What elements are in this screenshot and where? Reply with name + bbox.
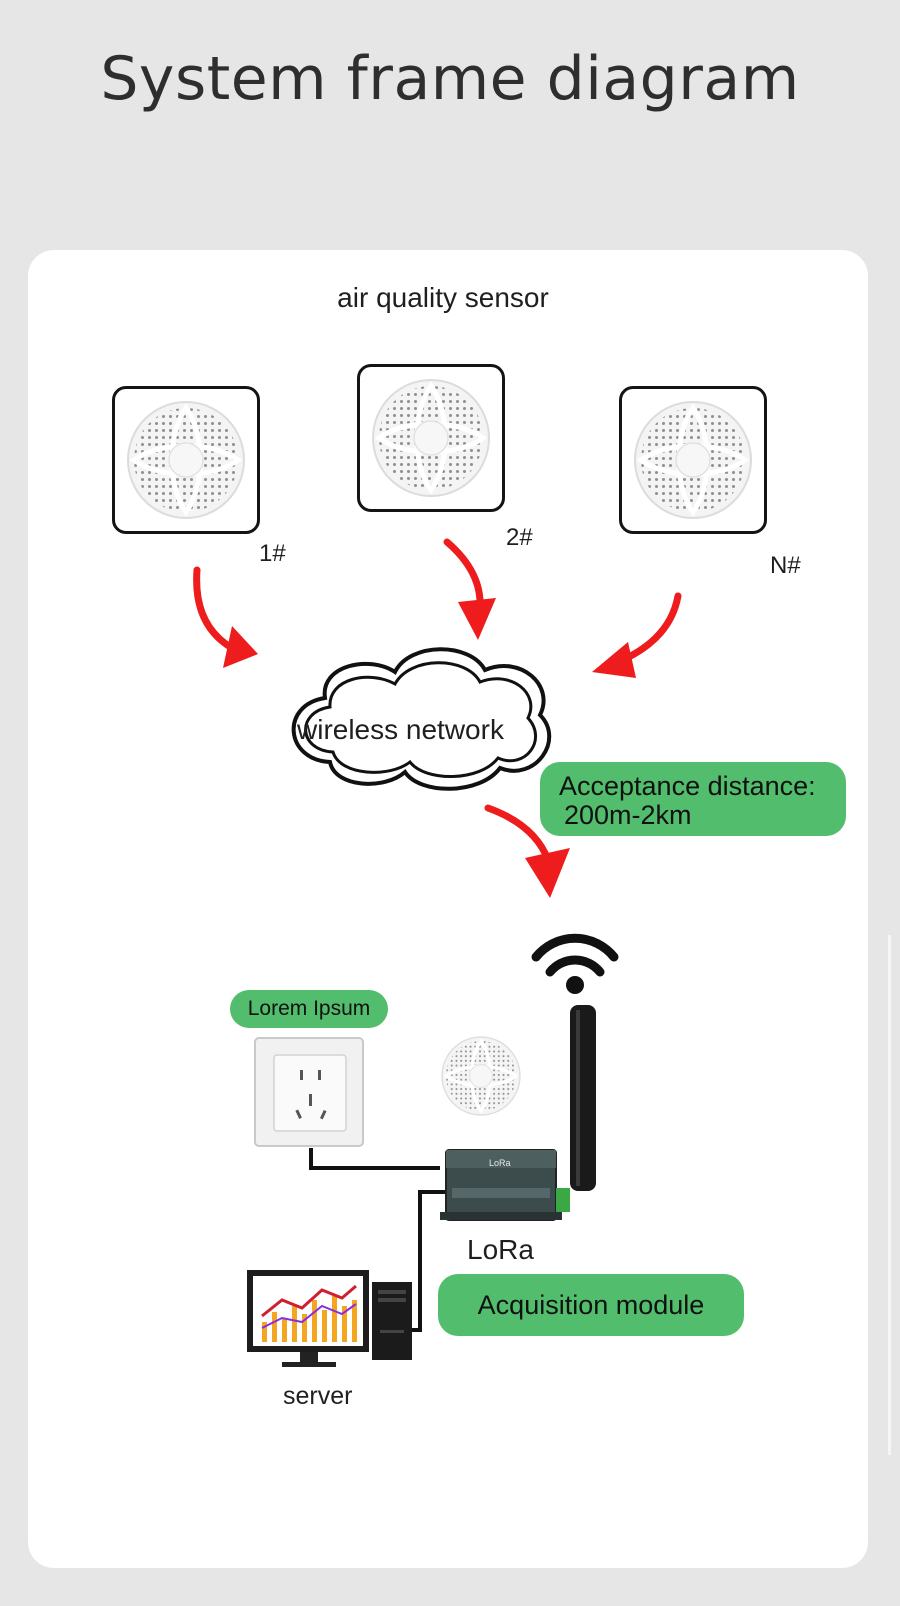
sensor-1: [112, 386, 260, 534]
sensor-n-label: N#: [770, 552, 801, 579]
socket-badge: Lorem Ipsum: [230, 990, 388, 1028]
acceptance-distance-line2: 200m-2km: [564, 800, 692, 830]
gateway-brand: LoRa: [489, 1158, 511, 1168]
air-sensor-icon: [440, 1035, 522, 1117]
page-title: System frame diagram: [100, 44, 800, 114]
cloud-icon: [291, 647, 552, 791]
sensor-n: [619, 386, 767, 534]
gateway-label: LoRa: [467, 1234, 534, 1265]
antenna-icon: [570, 1005, 596, 1191]
cloud-label: wireless network: [297, 714, 504, 745]
server-label: server: [283, 1382, 353, 1410]
power-socket-icon: [254, 1037, 364, 1147]
lora-gateway-icon: [440, 1149, 570, 1221]
sensor-2-label: 2#: [506, 524, 533, 551]
sensor-heading: air quality sensor: [337, 282, 549, 313]
scrollbar-track: [888, 935, 891, 1455]
acceptance-distance-badge: Acceptance distance: 200m-2km: [540, 762, 846, 836]
curved-arrow-icon: [592, 592, 682, 678]
sensor-1-label: 1#: [259, 540, 286, 567]
sensor-2: [357, 364, 505, 512]
curved-arrow-icon: [443, 538, 496, 640]
acceptance-distance-line1: Acceptance distance:: [559, 771, 816, 801]
acquisition-module-badge: Acquisition module: [438, 1274, 744, 1336]
curved-arrow-icon: [193, 566, 258, 668]
curved-arrow-icon: [484, 804, 570, 898]
wifi-icon: [531, 933, 619, 994]
server-monitor-icon: [247, 1270, 412, 1367]
